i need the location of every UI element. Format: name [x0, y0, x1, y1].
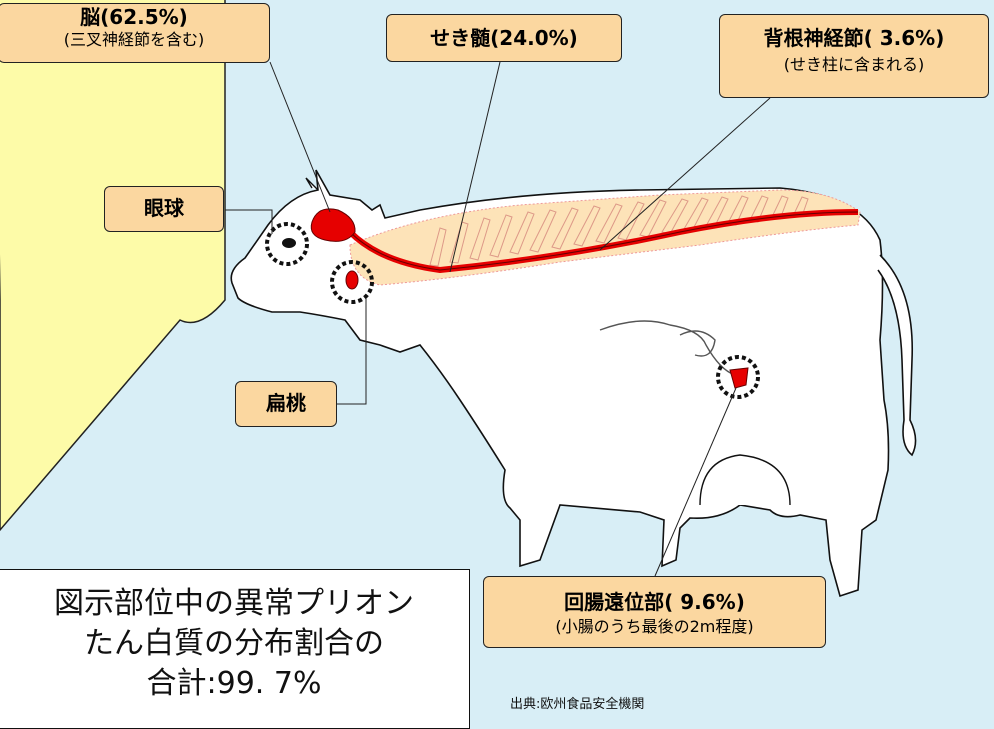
summary-line-2: たん白質の分布割合の	[84, 626, 384, 661]
eye-label-title: 眼球	[144, 196, 184, 220]
brain-tissue	[310, 208, 356, 242]
cow-ear	[305, 177, 319, 191]
drg-label: 背根神経節( 3.6%) (せき柱に含まれる)	[719, 14, 989, 98]
tonsil-label-title: 扁桃	[266, 391, 306, 415]
brain-label-title: 脳(62.5%)	[80, 5, 188, 29]
cow-udder	[699, 454, 791, 506]
ileum-label-sub: (小腸のうち最後の2m程度)	[555, 617, 754, 636]
ileum-label-title: 回腸遠位部( 9.6%)	[564, 590, 745, 614]
ileum-label: 回腸遠位部( 9.6%) (小腸のうち最後の2m程度)	[483, 576, 826, 648]
source-note: 出典:欧州食品安全機関	[510, 697, 644, 713]
eye-highlight-circle	[265, 222, 309, 266]
cow-tail	[877, 254, 917, 457]
spinal-cord-label: せき髄(24.0%)	[386, 14, 622, 62]
intestine-loop	[679, 330, 716, 357]
leader-lines	[225, 61, 771, 577]
cow-eye	[282, 238, 296, 248]
summary-line-3: 合計:99. 7%	[146, 666, 322, 701]
speech-bubble	[0, 0, 226, 532]
spinal-cord-label-title: せき髄(24.0%)	[430, 26, 578, 50]
drg-label-sub: (せき柱に含まれる)	[783, 55, 925, 74]
eye-label: 眼球	[104, 186, 224, 232]
brain-label-sub: (三叉神経節を含む)	[63, 30, 205, 49]
tonsil-label: 扁桃	[235, 381, 337, 427]
ileum-highlight-circle	[716, 355, 760, 399]
ileum-tissue	[729, 367, 749, 389]
summary-box: 図示部位中の異常プリオン たん白質の分布割合の 合計:99. 7%	[0, 569, 470, 729]
tonsil-highlight-circle	[330, 260, 374, 304]
summary-line-1: 図示部位中の異常プリオン	[54, 586, 414, 621]
source-line-1: 出典:欧州食品安全機関	[510, 697, 645, 712]
brain-label: 脳(62.5%) (三叉神経節を含む)	[0, 3, 270, 63]
tonsil-tissue	[345, 270, 359, 290]
drg-label-title: 背根神経節( 3.6%)	[763, 26, 945, 50]
